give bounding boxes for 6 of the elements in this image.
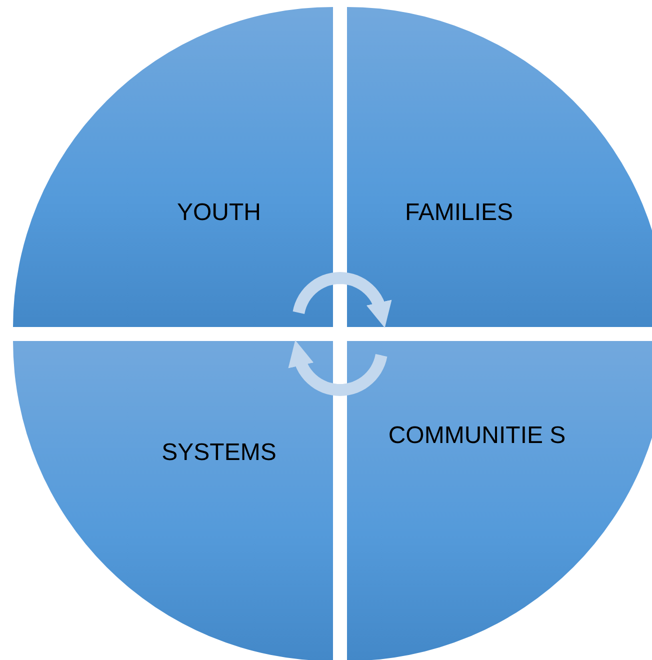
quadrant-label: FAMILIES — [404, 199, 514, 227]
quadrant-label: YOUTH — [177, 199, 261, 227]
cycle-arrow — [288, 340, 388, 396]
cycle-arrow — [292, 272, 392, 328]
quadrant-label: COMMUNITIE S — [388, 422, 566, 450]
quadrant-label: SYSTEMS — [162, 439, 276, 467]
